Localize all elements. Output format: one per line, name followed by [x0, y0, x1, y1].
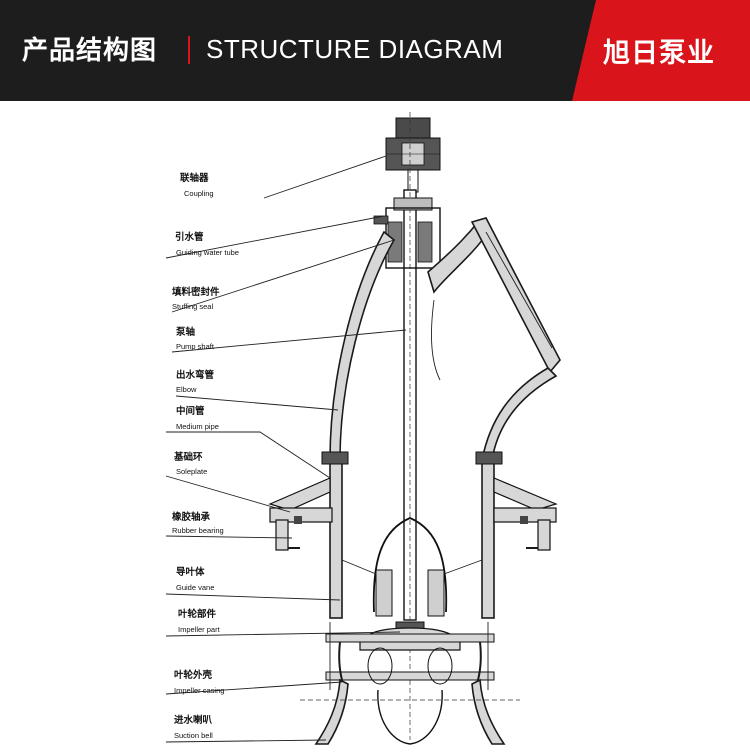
- label-soleplate-cn: 基础环: [173, 451, 203, 463]
- page-title-cn: 产品结构图: [22, 36, 158, 66]
- callout-labels: 联轴器 Coupling 引水管 Guiding water tube 填料密封…: [172, 172, 239, 740]
- label-elbow-en: Elbow: [176, 385, 197, 394]
- label-soleplate-en: Soleplate: [176, 467, 207, 476]
- label-rubber-bearing-cn: 橡胶轴承: [172, 511, 211, 523]
- label-elbow-cn: 出水弯管: [176, 369, 215, 381]
- suction-bell-drawing: [300, 678, 520, 745]
- label-impeller-part-cn: 叶轮部件: [178, 608, 217, 620]
- brand-red-banner: [572, 0, 750, 101]
- label-guiding-water-tube-en: Guiding water tube: [176, 248, 239, 257]
- label-impeller-casing-cn: 叶轮外壳: [174, 669, 213, 681]
- coupling-drawing: [385, 117, 441, 193]
- label-impeller-casing-en: Impeller casing: [174, 686, 224, 695]
- brand-name: 旭日泵业: [603, 38, 715, 69]
- medium-pipe-right-wall: [481, 457, 495, 619]
- title-separator: [188, 36, 190, 64]
- label-guide-vane-cn: 导叶体: [176, 566, 205, 578]
- label-stuffing-seal-cn: 填料密封件: [172, 286, 220, 298]
- pump-structure-diagram: 联轴器 Coupling 引水管 Guiding water tube 填料密封…: [165, 112, 561, 745]
- elbow-outer-wall: [329, 230, 396, 461]
- label-suction-bell-en: Suction bell: [174, 731, 213, 740]
- page-title-en: STRUCTURE DIAGRAM: [206, 34, 504, 64]
- label-guide-vane-en: Guide vane: [176, 583, 214, 592]
- soleplate-drawing: [268, 477, 558, 551]
- pump-drawing: [268, 112, 561, 745]
- label-medium-pipe-en: Medium pipe: [176, 422, 219, 431]
- label-guiding-water-tube-cn: 引水管: [175, 231, 204, 243]
- stuffing-seal-drawing: [373, 197, 441, 269]
- label-impeller-part-en: Impeller part: [178, 625, 221, 634]
- medium-pipe-left-wall: [329, 457, 343, 619]
- elbow-right-wall: [481, 366, 558, 461]
- callout-leaders: [165, 155, 407, 743]
- label-pump-shaft-cn: 泵轴: [175, 326, 196, 338]
- label-coupling-en: Coupling: [184, 189, 214, 198]
- label-medium-pipe-cn: 中间管: [176, 405, 205, 417]
- elbow-outlet-flange: [470, 217, 561, 374]
- header-bar: 产品结构图 STRUCTURE DIAGRAM 旭日泵业: [0, 0, 750, 101]
- label-pump-shaft-en: Pump shaft: [176, 342, 215, 351]
- guide-vane-drawing: [341, 517, 483, 617]
- label-suction-bell-cn: 进水喇叭: [174, 714, 213, 726]
- label-stuffing-seal-en: Stuffing seal: [172, 302, 213, 311]
- label-coupling-cn: 联轴器: [180, 172, 209, 184]
- label-rubber-bearing-en: Rubber bearing: [172, 526, 224, 535]
